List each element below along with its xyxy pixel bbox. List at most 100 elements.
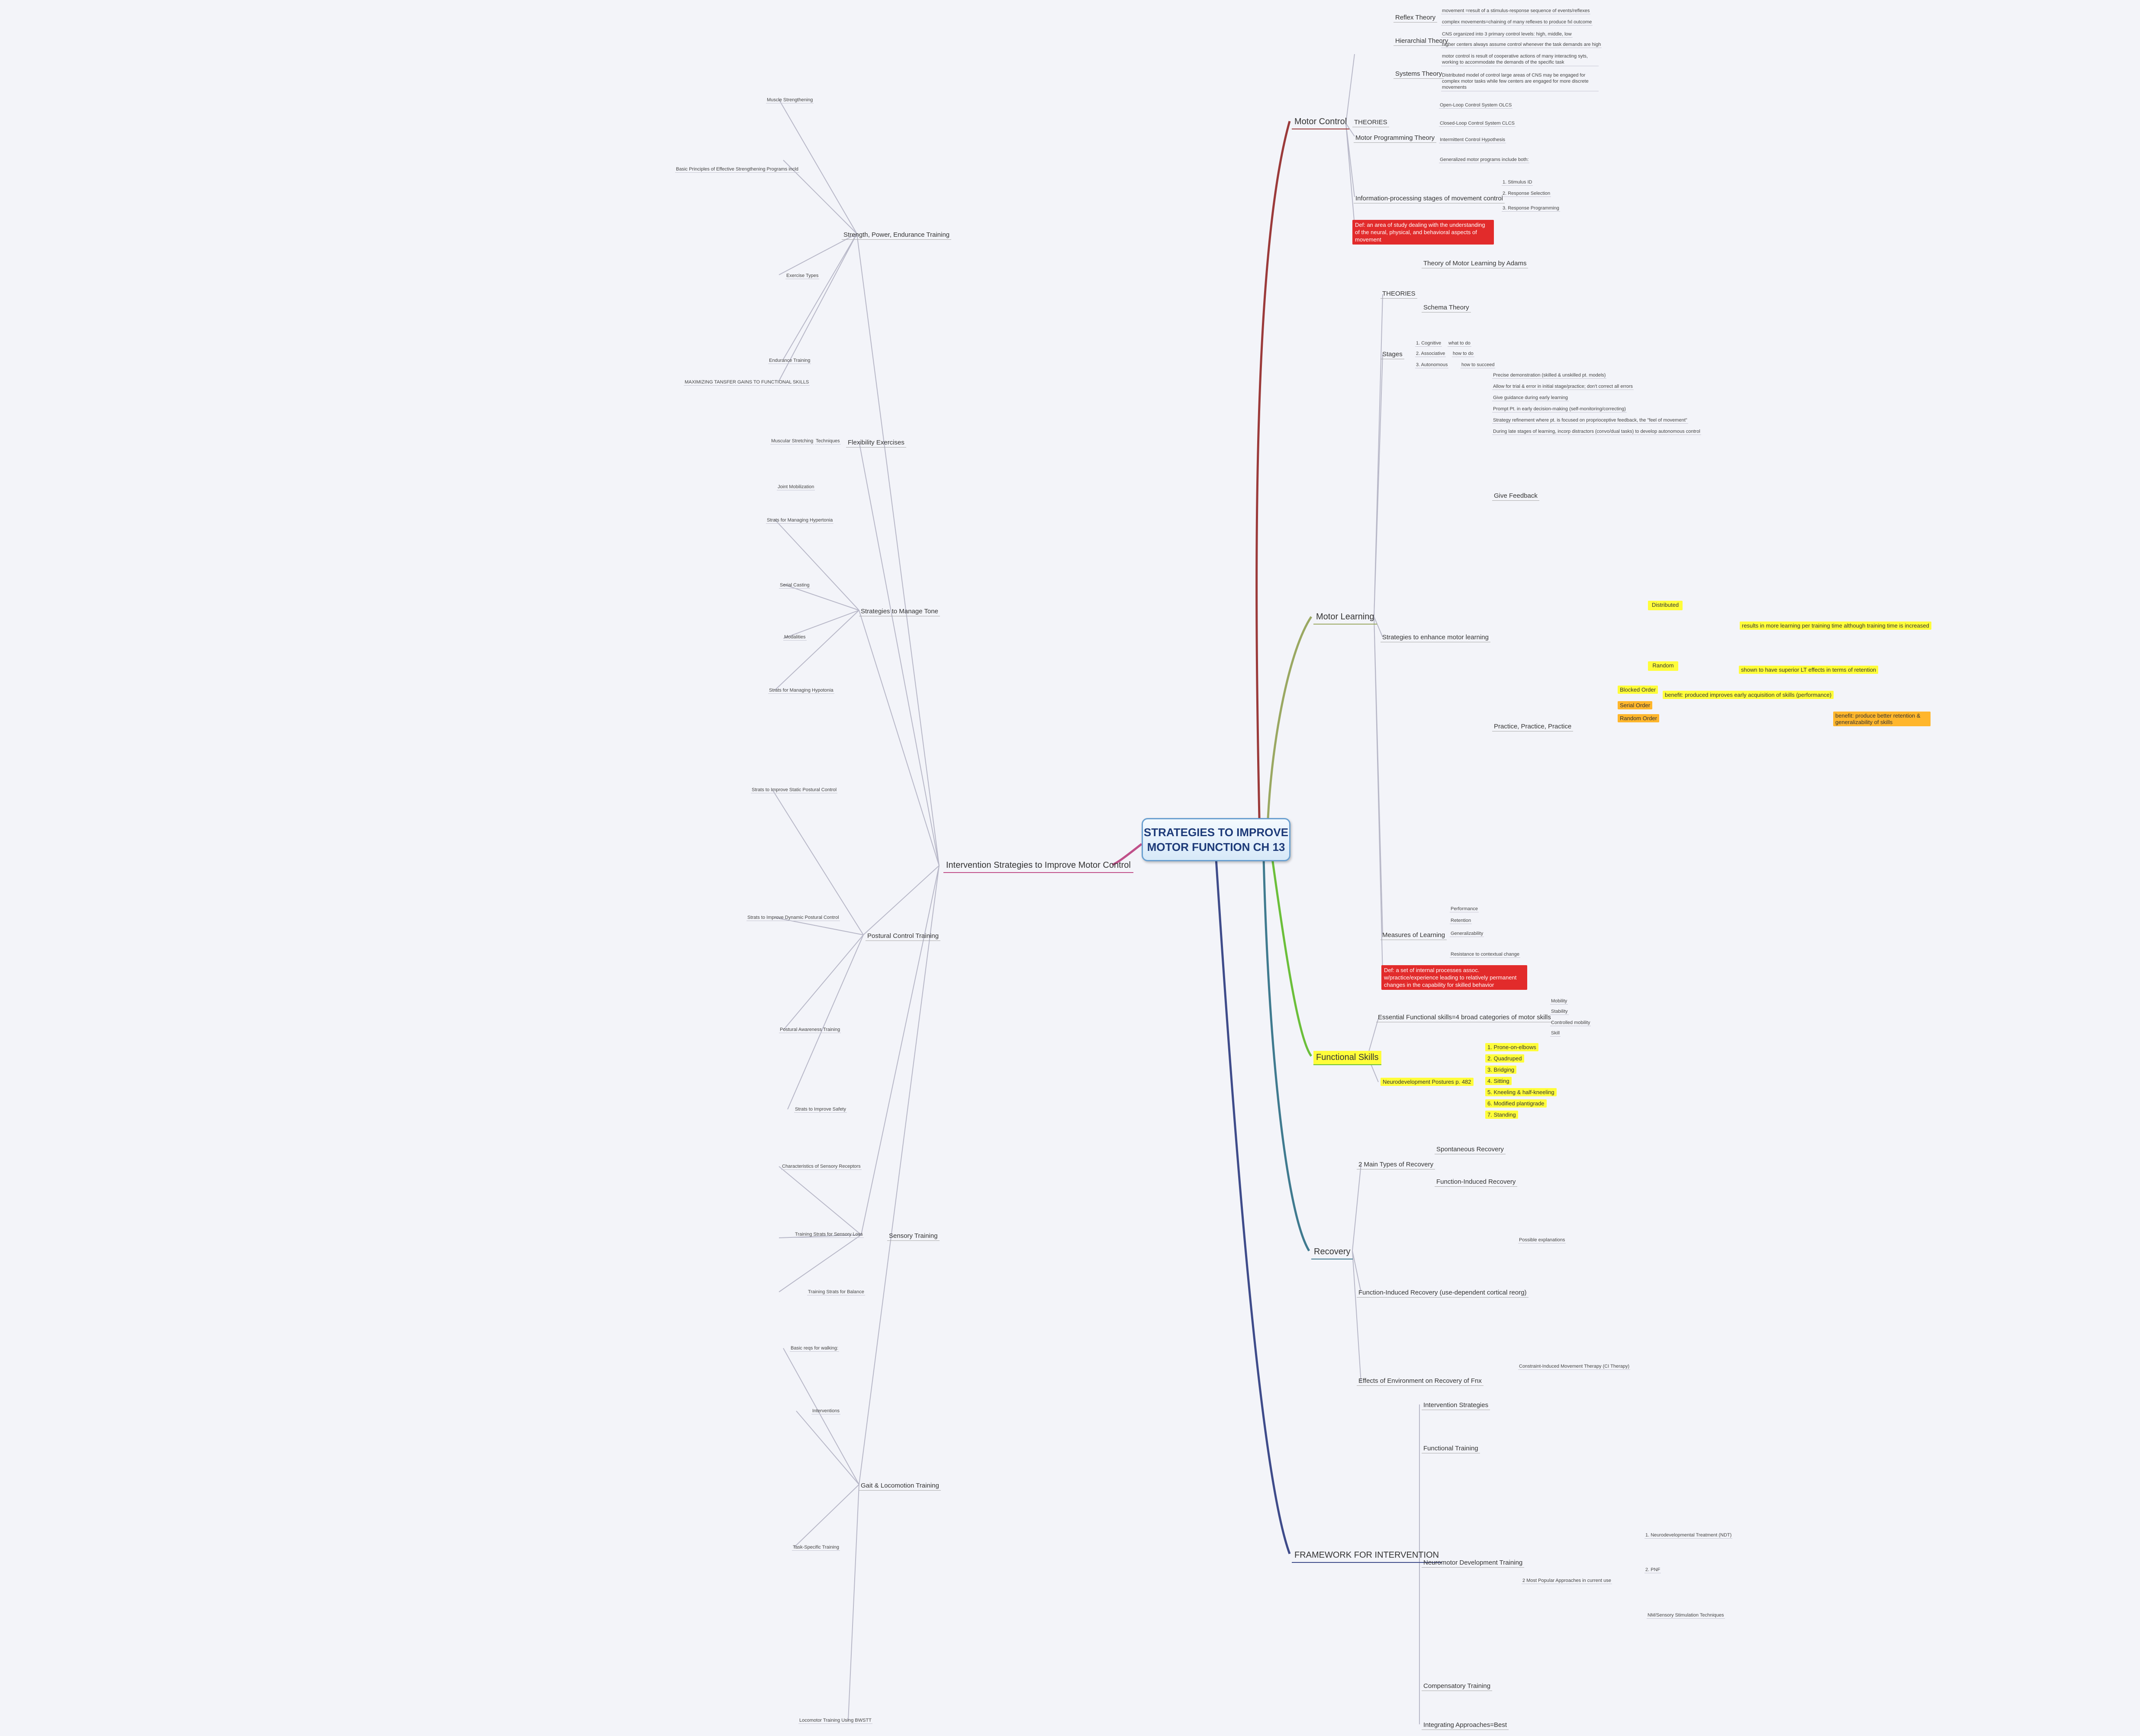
mc-hier-item-2: higher centers always assume control whe…: [1441, 42, 1602, 48]
branch-framework: [1215, 858, 1291, 1554]
fs-posture-6: 6. Modified plantigrade: [1485, 1099, 1547, 1108]
rec-possible-explanations: Possible explanations: [1518, 1237, 1566, 1243]
mc-definition: Def: an area of study dealing with the u…: [1352, 220, 1494, 245]
topic-functional-skills[interactable]: Functional Skills: [1313, 1051, 1381, 1065]
int-gait[interactable]: Gait & Locomotion Training: [859, 1481, 941, 1491]
int-flexibility[interactable]: Flexibility Exercises: [846, 438, 906, 448]
fs-essential[interactable]: Essential Functional skills=4 broad cate…: [1376, 1013, 1553, 1022]
ml-enhance-5: Strategy refinement where pt. is focused…: [1492, 418, 1688, 424]
topic-motor-control[interactable]: Motor Control: [1292, 115, 1350, 129]
fs-stability: Stability: [1550, 1009, 1569, 1015]
int-hypertonia: Strats for Managing Hypertonia: [766, 518, 834, 524]
mc-stimulus-id: 1. Stimulus ID: [1502, 180, 1533, 186]
ml-stage-associative-note: how to do: [1452, 351, 1474, 357]
mc-reflex-item-1: movement =result of a stimulus-response …: [1441, 8, 1591, 14]
mc-reflex-theory[interactable]: Reflex Theory: [1393, 13, 1438, 23]
ml-definition: Def: a set of internal processes assoc. …: [1381, 965, 1527, 990]
rec-environment[interactable]: Effects of Environment on Recovery of Fn…: [1357, 1376, 1484, 1386]
central-title-line1: STRATEGIES TO IMPROVE: [1143, 826, 1289, 839]
ml-enhance-2: Allow for trial & error in initial stage…: [1492, 384, 1634, 390]
int-techniques: Techniques: [815, 438, 841, 444]
mc-response-programming: 3. Response Programming: [1502, 206, 1560, 212]
ml-enhance-6: During late stages of learning, incorp d…: [1492, 429, 1701, 435]
int-strength[interactable]: Strength, Power, Endurance Training: [842, 230, 952, 240]
ml-measure-performance: Performance: [1450, 906, 1479, 912]
fw-ndt[interactable]: Neuromotor Development Training: [1422, 1558, 1525, 1568]
ml-blocked-order[interactable]: Blocked Order: [1618, 686, 1658, 694]
central-topic[interactable]: STRATEGIES TO IMPROVE MOTOR FUNCTION CH …: [1142, 818, 1290, 861]
int-exercise-types: Exercise Types: [785, 273, 820, 279]
topic-framework[interactable]: FRAMEWORK FOR INTERVENTION: [1292, 1549, 1442, 1563]
ml-measure-generalizability: Generalizability: [1450, 931, 1484, 937]
mc-theories[interactable]: THEORIES: [1352, 118, 1389, 127]
mc-systems-theory[interactable]: Systems Theory: [1393, 69, 1444, 79]
ml-stage-cognitive: 1. Cognitive: [1415, 341, 1442, 347]
ml-enhance-1: Precise demonstration (skilled & unskill…: [1492, 373, 1607, 379]
mc-hierarchical-theory[interactable]: Hierarchial Theory: [1393, 36, 1450, 46]
ml-give-feedback[interactable]: Give Feedback: [1492, 491, 1539, 501]
fs-mobility: Mobility: [1550, 998, 1568, 1005]
ml-enhance-strategies[interactable]: Strategies to enhance motor learning: [1381, 633, 1490, 642]
fw-intervention-strategies[interactable]: Intervention Strategies: [1422, 1401, 1490, 1410]
rec-function-induced[interactable]: Function-Induced Recovery: [1435, 1177, 1518, 1187]
rec-main-types[interactable]: 2 Main Types of Recovery: [1357, 1160, 1435, 1169]
fw-ndt1: 1. Neurodevelopmental Treatment (NDT): [1644, 1533, 1733, 1539]
fs-posture-5: 5. Kneeling & half-kneeling: [1485, 1088, 1557, 1096]
ml-schema-theory[interactable]: Schema Theory: [1422, 303, 1471, 312]
int-muscular-stretching: Muscular Stretching: [770, 438, 814, 444]
fs-neuro-postures[interactable]: Neurodevelopment Postures p. 482: [1381, 1078, 1474, 1086]
int-task-specific: Task-Specific Training: [792, 1545, 840, 1551]
int-sensory[interactable]: Sensory Training: [887, 1231, 940, 1241]
int-dynamic-postural: Strats to Improve Dynamic Postural Contr…: [747, 915, 840, 921]
branch-functional-skills: [1271, 858, 1313, 1057]
ml-stage-associative: 2. Associative: [1415, 351, 1446, 357]
mc-olcs: Open-Loop Control System OLCS: [1439, 103, 1513, 109]
topic-recovery[interactable]: Recovery: [1311, 1245, 1353, 1259]
rec-function-induced-use[interactable]: Function-Induced Recovery (use-dependent…: [1357, 1288, 1529, 1298]
branch-recovery: [1262, 858, 1310, 1252]
ml-serial-order[interactable]: Serial Order: [1618, 701, 1653, 709]
int-modalities: Modalities: [783, 634, 807, 641]
branch-motor-learning: [1267, 616, 1313, 818]
fw-nms: NM/Sensory Stimulation Techniques: [1647, 1613, 1725, 1619]
branch-intervention: [1112, 843, 1142, 866]
int-serial-casting: Serial Casting: [779, 583, 811, 589]
mc-systems-item-1: motor control is result of cooperative a…: [1441, 53, 1599, 66]
ml-benefit-blocked: benefit: produced improves early acquisi…: [1663, 691, 1834, 699]
ml-results-note: results in more learning per training ti…: [1740, 622, 1931, 630]
fw-functional-training[interactable]: Functional Training: [1422, 1444, 1480, 1453]
ml-stage-cognitive-note: what to do: [1448, 341, 1471, 347]
topic-intervention-strategies[interactable]: Intervention Strategies to Improve Motor…: [943, 859, 1133, 873]
ml-stages[interactable]: Stages: [1381, 350, 1404, 359]
int-safety: Strats to Improve Safety: [794, 1107, 847, 1113]
int-balance: Training Strats for Balance: [807, 1289, 865, 1295]
ml-benefit-random: benefit: produce better retention & gene…: [1833, 712, 1931, 726]
int-tone[interactable]: Strategies to Manage Tone: [859, 607, 940, 616]
ml-adams-theory[interactable]: Theory of Motor Learning by Adams: [1422, 259, 1529, 268]
fs-posture-4: 4. Sitting: [1485, 1077, 1512, 1085]
topic-motor-learning[interactable]: Motor Learning: [1313, 610, 1377, 625]
fw-integrating[interactable]: Integrating Approaches=Best: [1422, 1720, 1509, 1730]
ml-measures[interactable]: Measures of Learning: [1381, 931, 1447, 940]
fw-approaches: 2 Most Popular Approaches in current use: [1522, 1578, 1612, 1584]
ml-stage-autonomous-note: how to succeed: [1461, 362, 1496, 368]
ml-distributed-node[interactable]: Distributed: [1648, 601, 1683, 610]
int-hypotonia: Strats for Managing Hypotonia: [768, 688, 834, 694]
ml-random-order[interactable]: Random Order: [1618, 714, 1659, 722]
ml-random-node[interactable]: Random: [1648, 661, 1678, 671]
fw-compensatory[interactable]: Compensatory Training: [1422, 1681, 1493, 1691]
int-walking-reqs: Basic reqs for walking:: [790, 1346, 840, 1352]
fs-posture-2: 2. Quadruped: [1485, 1054, 1524, 1063]
left-tree-lines: [772, 99, 940, 1721]
rec-spontaneous[interactable]: Spontaneous Recovery: [1435, 1145, 1506, 1154]
int-muscle-strengthening: Muscle Strengthening: [766, 97, 814, 103]
ml-stage-autonomous: 3. Autonomous: [1415, 362, 1449, 368]
ml-practice[interactable]: Practice, Practice, Practice: [1492, 722, 1574, 731]
mc-programming-theory[interactable]: Motor Programming Theory: [1354, 133, 1437, 143]
mc-info-processing[interactable]: Information-processing stages of movemen…: [1354, 194, 1505, 203]
right-tree-lines: [1345, 54, 1420, 1724]
int-postural[interactable]: Postural Control Training: [866, 931, 941, 941]
int-sensory-receptors: Characteristics of Sensory Receptors: [781, 1164, 862, 1170]
ml-theories[interactable]: THEORIES: [1381, 289, 1417, 299]
